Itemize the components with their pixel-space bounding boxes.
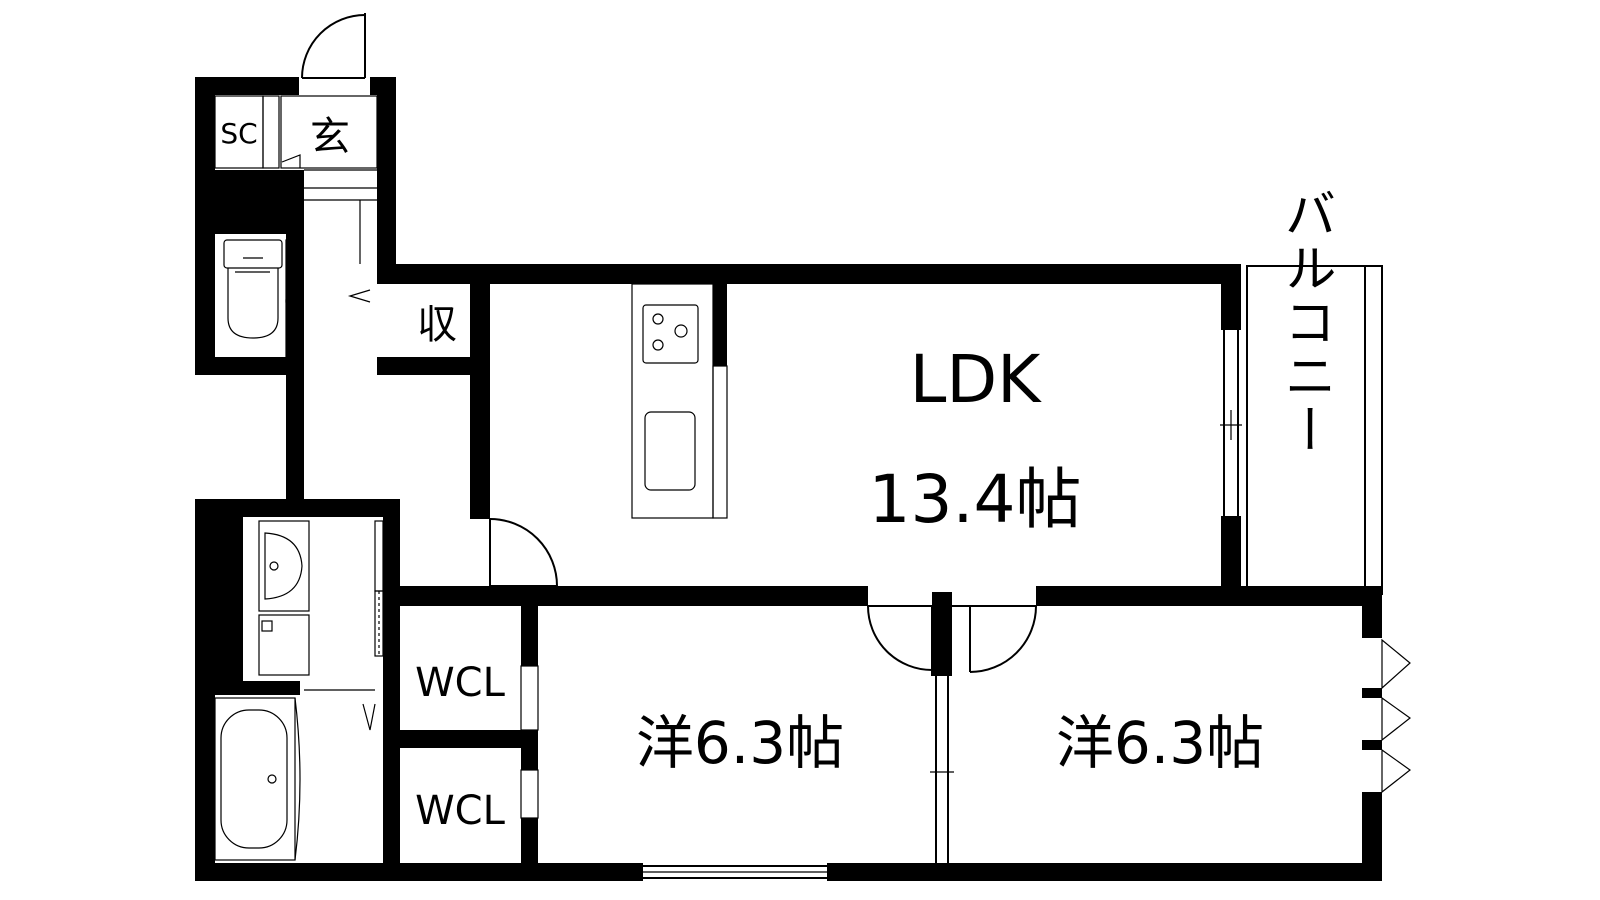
label-storage: 収 <box>417 302 457 348</box>
label-ldk-name: LDK <box>910 341 1043 418</box>
bath-door <box>304 689 376 731</box>
label-bedroom-1: 洋6.3帖 <box>636 709 844 777</box>
bedroom2-door <box>952 605 1037 673</box>
bathtub-icon <box>214 697 301 861</box>
ldk-door <box>489 518 558 587</box>
label-wcl-1: WCL <box>415 660 505 706</box>
entrance-details <box>214 95 378 264</box>
label-balcony: バルコニー <box>1275 187 1335 457</box>
label-shoe-closet: SC <box>220 117 257 150</box>
bedroom1-door <box>867 605 933 676</box>
partition-window <box>930 676 954 863</box>
sink-icon <box>258 520 384 676</box>
label-entrance: 玄 <box>310 114 350 160</box>
wcl-doors <box>520 665 539 819</box>
walls <box>195 77 1382 881</box>
label-bedroom-2: 洋6.3帖 <box>1056 709 1264 777</box>
label-ldk-size: 13.4帖 <box>869 461 1082 538</box>
bedroom2-side-openings <box>1381 638 1412 794</box>
balcony-window <box>1220 330 1242 516</box>
label-wcl-2: WCL <box>415 788 505 834</box>
storage-door-mark <box>347 289 371 303</box>
kitchen <box>631 283 728 519</box>
bedroom1-window <box>643 865 827 879</box>
entrance-door <box>301 13 366 79</box>
toilet-icon <box>223 239 297 358</box>
